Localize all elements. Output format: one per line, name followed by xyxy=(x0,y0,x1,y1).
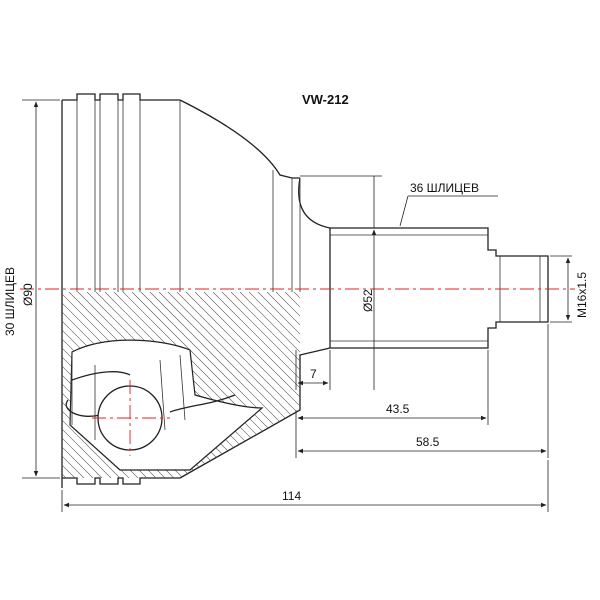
dim-outer-diameter: 30 ШЛИЦЕВ Ø90 xyxy=(3,99,60,479)
dim-58-5: 58.5 xyxy=(295,324,549,458)
dim-thread: M16x1.5 xyxy=(550,255,589,323)
hatch-line xyxy=(221,292,300,478)
hatch-line xyxy=(321,292,521,492)
outer-diameter-label: Ø90 xyxy=(21,283,35,306)
hatch-line xyxy=(149,292,300,478)
outer-splines-label: 36 ШЛИЦЕВ xyxy=(410,181,479,195)
dim-43-5: 43.5 xyxy=(297,350,489,425)
hatch-line xyxy=(257,292,300,478)
hatch-line xyxy=(62,292,117,478)
spline-shaft xyxy=(329,227,549,349)
ball-bearing xyxy=(92,380,170,456)
hatch-line xyxy=(62,292,99,478)
hatch-line xyxy=(176,292,300,478)
inner-splines-label: 30 ШЛИЦЕВ xyxy=(3,267,17,336)
hatch-line xyxy=(239,292,300,478)
dim-114-label: 114 xyxy=(282,489,301,503)
hatch-line xyxy=(303,292,503,492)
dim-shaft-diameter: Ø52 xyxy=(300,175,382,390)
hatch-line xyxy=(194,292,300,478)
hatch-line xyxy=(140,292,300,478)
hatch-line xyxy=(185,292,300,478)
hatch-line xyxy=(212,292,300,478)
dim-outer-splines: 36 ШЛИЦЕВ xyxy=(399,181,498,227)
dim-43-5-label: 43.5 xyxy=(386,402,410,416)
hatch-line xyxy=(248,292,300,478)
hatch-line xyxy=(266,292,300,478)
hatch-line xyxy=(312,292,512,492)
hatch-line xyxy=(284,292,300,478)
hatch-line xyxy=(62,292,126,478)
dim-7-label: 7 xyxy=(310,367,317,381)
dim-114: 114 xyxy=(61,460,549,512)
shaft-diameter-label: Ø52 xyxy=(361,289,375,312)
hatch-line xyxy=(203,292,300,478)
hatch-line xyxy=(158,292,300,478)
hatch-line xyxy=(167,292,300,478)
inner-race-cavity xyxy=(65,339,264,471)
hatch-line xyxy=(62,292,108,478)
hatch-line xyxy=(62,292,135,478)
thread-label: M16x1.5 xyxy=(575,272,589,318)
part-number-title: VW-212 xyxy=(302,92,349,107)
hatch-line xyxy=(275,292,300,478)
dim-7: 7 xyxy=(295,350,331,390)
hatch-line xyxy=(293,292,300,478)
hatch-line xyxy=(230,292,300,478)
dim-58-5-label: 58.5 xyxy=(416,435,440,449)
